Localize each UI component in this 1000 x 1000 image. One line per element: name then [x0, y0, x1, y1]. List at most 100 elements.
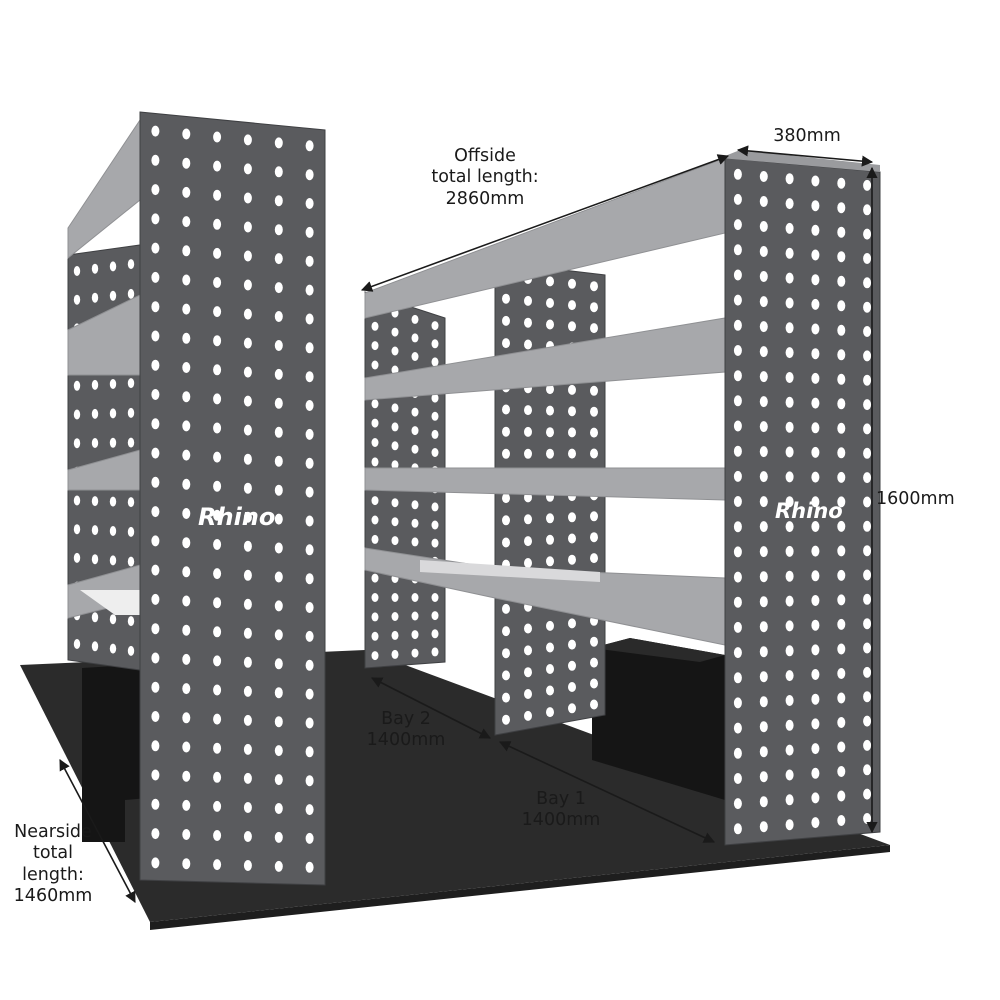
panel-hole [431, 393, 439, 403]
offside-wheel-arch-top [592, 638, 725, 662]
panel-hole [151, 711, 160, 722]
panel-hole [213, 509, 222, 521]
panel-hole [568, 300, 576, 311]
panel-hole [73, 380, 81, 391]
panel-hole [182, 332, 191, 344]
panel-hole [785, 396, 794, 408]
panel-hole [182, 858, 191, 870]
panel-hole [733, 193, 742, 205]
panel-hole [785, 695, 794, 706]
panel-hole [837, 643, 846, 655]
panel-hole [274, 224, 283, 236]
nearside-shelf-top [67, 118, 141, 260]
panel-hole [305, 573, 314, 585]
panel-hole [127, 526, 135, 537]
panel-hole [863, 374, 872, 386]
panel-hole [274, 368, 283, 380]
panel-hole [109, 614, 117, 625]
panel-hole [568, 660, 576, 671]
panel-hole [91, 438, 99, 448]
depth-dimension [736, 145, 874, 167]
panel-hole [811, 446, 820, 458]
panel-hole [182, 595, 191, 607]
panel-hole [243, 831, 252, 842]
panel-hole [590, 511, 598, 522]
panel-hole [759, 746, 768, 758]
panel-hole [431, 593, 439, 602]
panel-hole [733, 219, 742, 231]
panel-hole [213, 713, 222, 725]
panel-hole [811, 619, 820, 631]
panel-hole [274, 513, 283, 525]
panel-hole [305, 255, 314, 267]
panel-hole [182, 712, 191, 724]
panel-hole [733, 672, 742, 684]
panel-hole [837, 471, 846, 483]
panel-hole [811, 224, 820, 236]
panel-hole [243, 656, 252, 668]
panel-hole [785, 372, 794, 383]
panel-hole [524, 689, 532, 699]
panel-hole [305, 832, 314, 844]
panel-hole [151, 681, 160, 693]
panel-hole [590, 657, 598, 668]
panel-hole [568, 682, 576, 692]
panel-hole [590, 406, 598, 417]
panel-hole [811, 200, 820, 212]
panel-hole [274, 571, 283, 583]
panel-hole [213, 771, 222, 783]
panel-hole [863, 179, 872, 191]
panel-hole [590, 699, 598, 710]
panel-hole [274, 860, 283, 872]
panel-hole [590, 553, 598, 564]
panel-hole [837, 618, 846, 630]
panel-hole [274, 831, 283, 843]
panel-hole [546, 620, 554, 631]
panel-hole [243, 569, 252, 581]
panel-hole [213, 306, 222, 318]
panel-hole [371, 573, 379, 583]
panel-hole [151, 125, 160, 137]
panel-hole [568, 321, 576, 332]
panel-hole [811, 767, 820, 779]
panel-hole [391, 441, 399, 451]
panel-hole [785, 819, 794, 831]
panel-hole [759, 271, 768, 282]
panel-hole [502, 515, 510, 526]
panel-hole [502, 315, 510, 326]
panel-hole [568, 406, 576, 417]
panel-hole [371, 496, 379, 506]
panel-hole [243, 337, 252, 349]
panel-hole [590, 281, 598, 292]
panel-hole [213, 597, 222, 609]
panel-hole [759, 171, 768, 182]
panel-hole [274, 658, 283, 670]
panel-hole [109, 437, 117, 448]
panel-hole [151, 623, 160, 635]
panel-hole [431, 357, 439, 367]
panel-hole [371, 651, 379, 661]
panel-hole [785, 719, 794, 731]
panel-hole [151, 301, 160, 313]
panel-hole [863, 472, 872, 484]
panel-hole [524, 623, 532, 634]
panel-hole [213, 451, 222, 463]
panel-hole [213, 655, 222, 667]
panel-hole [243, 134, 252, 146]
panel-hole [811, 348, 820, 360]
panel-hole [151, 330, 160, 342]
panel-hole [213, 859, 222, 871]
panel-hole [243, 627, 252, 639]
panel-hole [243, 250, 252, 262]
panel-hole [837, 226, 846, 238]
panel-hole [524, 339, 532, 350]
panel-hole [182, 449, 191, 461]
panel-hole [305, 457, 314, 469]
panel-hole [151, 857, 160, 869]
panel-hole [837, 177, 846, 189]
panel-hole [837, 815, 846, 826]
panel-hole [863, 618, 872, 630]
panel-hole [811, 570, 820, 582]
panel-hole [91, 292, 99, 303]
